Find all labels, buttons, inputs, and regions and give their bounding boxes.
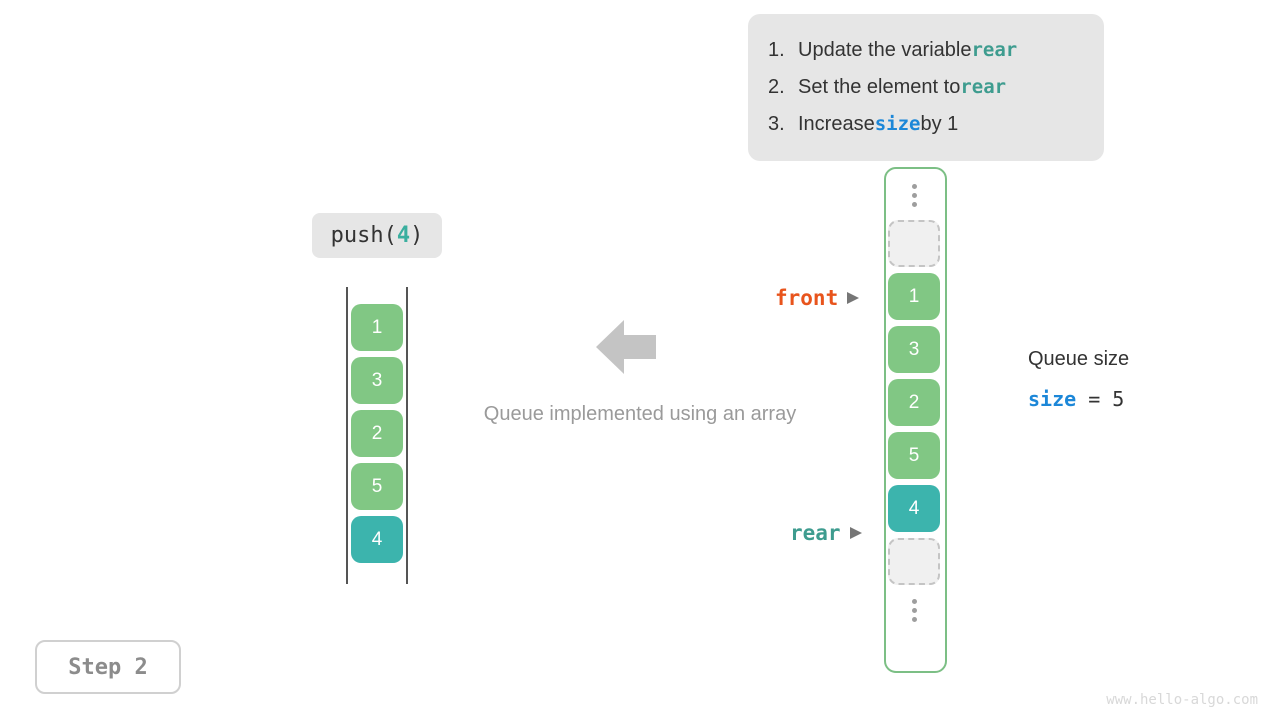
instruction-item-3: 3. Increase size by 1 xyxy=(768,106,1082,143)
queue-slot-empty xyxy=(888,538,940,585)
instruction-number: 1. xyxy=(768,39,785,61)
pointer-arrow-icon xyxy=(847,292,860,304)
operation-argument: 4 xyxy=(396,223,411,248)
queue-container: 1 3 2 5 4 xyxy=(884,167,947,673)
pointer-arrow-icon xyxy=(849,527,862,539)
queue-slot-highlight: 4 xyxy=(888,485,940,532)
instruction-code-rear: rear xyxy=(971,39,1018,61)
left-array-column: 1 3 2 5 4 xyxy=(346,287,408,584)
queue-slot: 5 xyxy=(888,432,940,479)
queue-size-title: Queue size xyxy=(1028,348,1130,370)
rear-pointer-label: rear xyxy=(790,521,862,545)
queue-slot-list: 1 3 2 5 4 xyxy=(888,176,940,629)
rear-pointer-text: rear xyxy=(790,521,841,545)
array-rail-left xyxy=(346,287,348,584)
array-cell: 1 xyxy=(351,304,403,351)
instruction-item-1: 1. Update the variable rear xyxy=(768,32,1082,69)
ellipsis-icon-bottom xyxy=(888,591,940,629)
queue-slot-empty xyxy=(888,220,940,267)
queue-slot: 2 xyxy=(888,379,940,426)
instruction-code-rear: rear xyxy=(960,76,1007,98)
operation-label: push(4) xyxy=(312,213,442,258)
size-equals: = xyxy=(1076,387,1113,411)
array-cell-list: 1 3 2 5 4 xyxy=(351,304,403,563)
size-variable: size xyxy=(1028,387,1077,411)
array-cell: 5 xyxy=(351,463,403,510)
size-value: 5 xyxy=(1112,387,1125,411)
queue-size-readout: Queue size size = 5 xyxy=(1028,343,1129,415)
front-pointer-text: front xyxy=(775,286,839,310)
operation-close-paren: ) xyxy=(410,223,424,248)
instruction-item-2: 2. Set the element to rear xyxy=(768,69,1082,106)
instruction-text-tail: by 1 xyxy=(920,113,959,135)
array-rail-right xyxy=(406,287,408,584)
queue-size-expression: size = 5 xyxy=(1028,383,1129,415)
instruction-code-size: size xyxy=(874,113,921,135)
left-arrow-icon xyxy=(596,318,656,376)
caption-text: Queue implemented using an array xyxy=(483,403,797,425)
instruction-number: 2. xyxy=(768,76,785,98)
instruction-number: 3. xyxy=(768,113,785,135)
instruction-card: 1. Update the variable rear 2. Set the e… xyxy=(748,14,1104,161)
instruction-text: Increase xyxy=(798,113,875,135)
array-cell: 3 xyxy=(351,357,403,404)
queue-slot: 1 xyxy=(888,273,940,320)
operation-name: push( xyxy=(330,223,397,248)
step-badge: Step 2 xyxy=(35,640,181,694)
queue-slot: 3 xyxy=(888,326,940,373)
array-cell: 2 xyxy=(351,410,403,457)
array-cell-highlight: 4 xyxy=(351,516,403,563)
ellipsis-icon-top xyxy=(888,176,940,214)
instruction-text: Update the variable xyxy=(798,39,972,61)
watermark: www.hello-algo.com xyxy=(1106,692,1258,708)
front-pointer-label: front xyxy=(775,286,860,310)
instruction-text: Set the element to xyxy=(798,76,961,98)
